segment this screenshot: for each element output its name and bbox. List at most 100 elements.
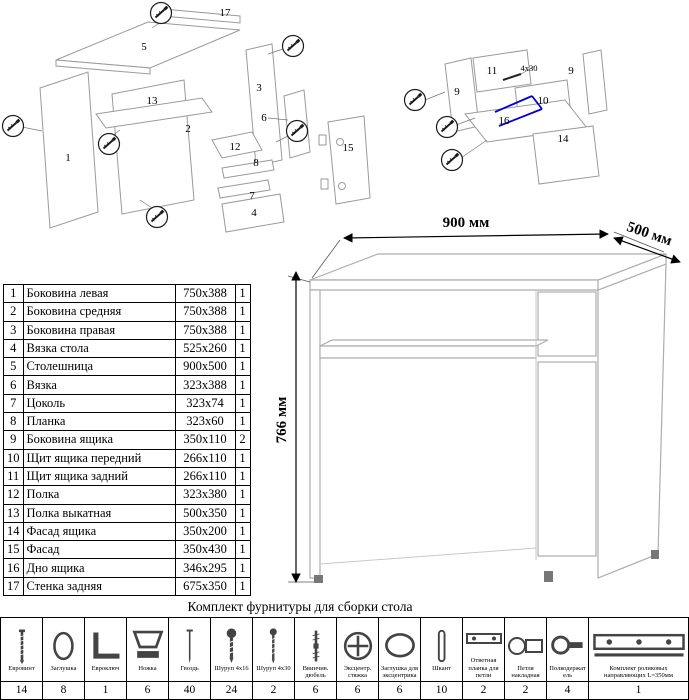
hardware-item-label: Шуруп 4x30 [256,664,291,672]
hardware-item: Шуруп 4x30 [252,617,295,682]
panel-shelf [211,131,263,159]
part-label-1: 1 [65,152,71,164]
desk-left-panel [309,289,321,579]
hardware-item-qty: 40 [168,680,211,700]
parts-cell-num: 9 [3,430,24,450]
height-dimension-label: 766 мм [274,397,290,444]
cap-icon [44,627,83,665]
hardware-item-qty: 1 [588,680,689,700]
hardware-item-label: Ввинчив. дюбель [302,664,329,680]
parts-cell-size: 350x110 [174,430,236,450]
exploded-view-desk: 17 5 1 2 13 3 6 12 8 7 4 15 [1,1,371,233]
screw-callout-icon [1,114,25,138]
parts-cell-size: 266x110 [174,466,236,487]
hardware-item-label: Шкант [432,664,451,672]
hardware-item-label: Заглушка для эксцентрика [380,664,419,680]
parts-cell-num: 16 [3,558,24,578]
parts-cell-num: 4 [3,338,24,359]
hardware-item: Петля накладная [504,617,547,682]
parts-cell-num: 11 [3,466,24,487]
parts-cell-name: Полка выкатная [22,503,176,523]
hardware-item: Шкант [420,617,463,682]
part-label-7: 7 [249,190,255,202]
parts-cell-qty: 1 [234,558,251,578]
parts-cell-name: Дно ящика [22,558,176,578]
drawer-facade [532,125,600,185]
desk-foot [651,550,659,559]
hardware-item-qty: 6 [378,680,421,700]
parts-cell-name: Боковина правая [22,320,176,340]
parts-cell-num: 14 [3,521,24,542]
parts-cell-size: 266x110 [174,448,236,468]
parts-cell-name: Фасад [22,540,176,560]
parts-cell-num: 5 [3,357,24,377]
parts-cell-qty: 1 [234,466,251,487]
confirmat-screw-icon [2,627,41,665]
panel-plinth [217,179,271,199]
parts-cell-qty: 1 [234,503,251,523]
part-label-8: 8 [253,157,259,169]
parts-cell-size: 350x430 [174,540,236,560]
screw-callout-icon [440,148,464,172]
parts-cell-num: 6 [3,375,24,395]
hardware-kit-title: Комплект фурнитуры для сборки стола [187,599,413,614]
wood-dowel-icon [422,627,461,665]
parts-cell-qty: 1 [234,540,251,560]
parts-cell-size: 323x380 [174,485,236,505]
hardware-item: Евровинт [0,617,43,682]
parts-cell-qty: 1 [234,338,251,359]
part-label-15: 15 [343,142,355,154]
parts-cell-num: 12 [3,485,24,505]
hex-key-icon [86,627,125,665]
panel-desktop [55,21,241,69]
hardware-item-label: Гвоздь [180,664,199,672]
desk-3d-view: 900 мм 500 мм 766 мм [274,215,681,583]
part-label-11: 11 [487,65,498,77]
parts-cell-qty: 1 [234,357,251,377]
screw-callout-icon [281,34,305,58]
parts-cell-name: Планка [22,412,176,432]
panel-desk-tie [221,193,285,233]
parts-cell-num: 17 [3,576,24,597]
hardware-item-label: Евровинт [8,664,35,672]
hardware-item: Полкодержатель [546,617,589,682]
leg-icon [128,627,167,665]
part-label-9-right: 9 [568,65,574,77]
part-label-2: 2 [185,123,191,135]
hinge-mount-bottom [320,178,329,190]
parts-cell-name: Цоколь [22,393,176,414]
parts-cell-qty: 1 [234,448,251,468]
parts-cell-size: 350x200 [174,521,236,542]
hardware-item-qty: 6 [336,680,379,700]
screw-size-label: 4x30 [521,63,538,73]
part-label-17: 17 [220,7,232,19]
hardware-item: Ввинчив. дюбель [294,617,337,682]
cam-lock-icon [338,627,377,665]
parts-cell-size: 750x388 [174,302,236,322]
panel-left-side [39,71,99,229]
parts-cell-name: Полка [22,485,176,505]
hardware-item-qty: 2 [504,680,547,700]
parts-cell-qty: 1 [234,393,251,414]
parts-cell-num: 3 [3,320,24,340]
parts-cell-qty: 1 [234,412,251,432]
screw-callout-icon [145,205,169,229]
panel-desktop-edge [55,59,151,75]
hardware-item: Заглушка для эксцентрика [378,617,421,682]
desk-door [537,361,597,557]
hinge-cup-top [336,138,344,146]
panel-pullout-shelf [95,97,213,129]
hardware-item: Евроключ [84,617,127,682]
hardware-item-label: Полкодержатель [549,664,586,680]
parts-cell-name: Боковина левая [22,283,176,304]
hardware-item-label: Петля накладная [511,664,540,680]
parts-cell-size: 750x388 [174,320,236,340]
parts-cell-name: Боковина ящика [22,430,176,450]
